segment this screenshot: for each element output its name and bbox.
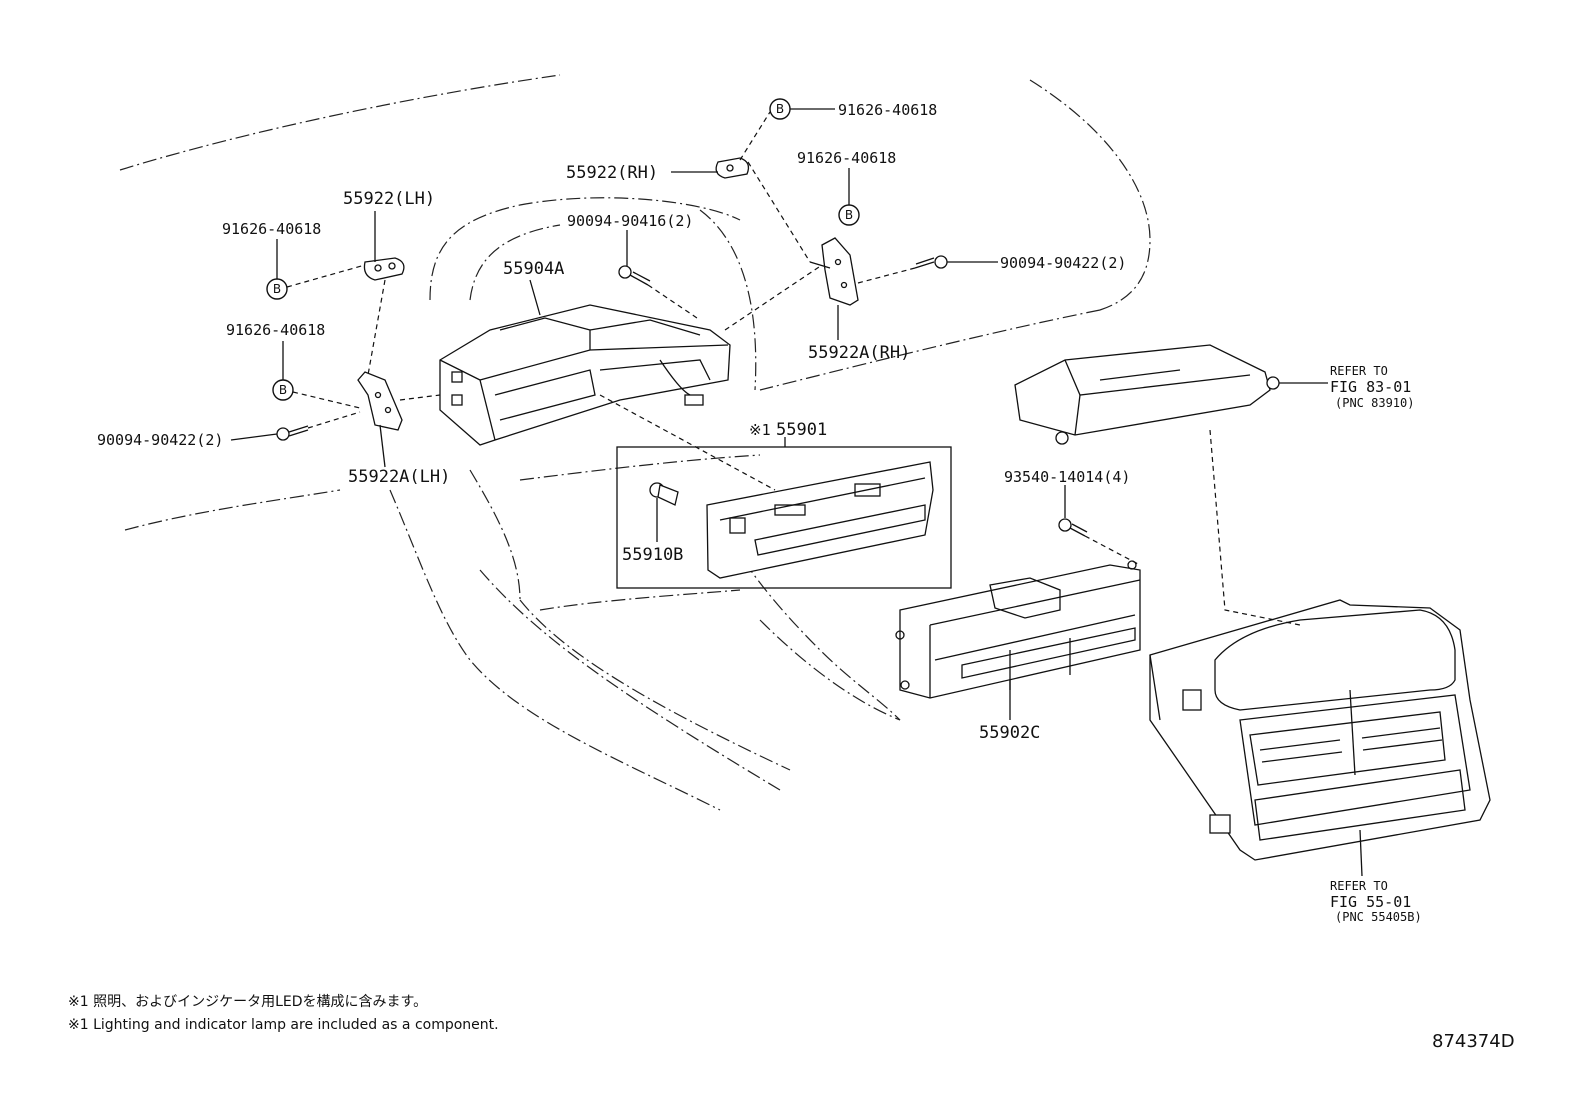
label-55910b: 55910B bbox=[622, 545, 683, 565]
bracket-55922-lh bbox=[363, 257, 405, 281]
screw-90094-90422-rh bbox=[914, 255, 948, 269]
ref-fig83-line3: (PNC 83910) bbox=[1335, 396, 1414, 410]
label-91626-40618-lh-upper: 91626-40618 bbox=[222, 220, 321, 238]
label-91626-40618-lh-lower: 91626-40618 bbox=[226, 321, 325, 339]
ref-fig55-line3: (PNC 55405B) bbox=[1335, 910, 1422, 924]
control-panel-55902c bbox=[895, 560, 1141, 699]
screw-90094-90416 bbox=[618, 265, 651, 286]
label-93540-14014: 93540-14014(4) bbox=[1004, 468, 1130, 486]
label-55922-lh: 55922(LH) bbox=[343, 189, 435, 209]
label-55922a-lh: 55922A(LH) bbox=[348, 467, 450, 487]
label-90094-90422-rh: 90094-90422(2) bbox=[1000, 254, 1126, 272]
b-marker-rh-upper: B bbox=[769, 98, 791, 120]
inset-box-55901 bbox=[616, 446, 952, 589]
b-marker-text: B bbox=[273, 282, 281, 296]
footnote-en: ※1 Lighting and indicator lamp are inclu… bbox=[68, 1017, 499, 1033]
screw-93540-14014 bbox=[1058, 518, 1088, 537]
bezel-55405b bbox=[1149, 599, 1491, 861]
ref-fig-55-01: REFER TO FIG 55-01 (PNC 55405B) bbox=[1330, 879, 1422, 924]
bracket-55922a-rh bbox=[809, 237, 859, 306]
b-marker-text: B bbox=[776, 102, 784, 116]
bracket-55922-rh bbox=[715, 157, 750, 179]
label-90094-90422-lh: 90094-90422(2) bbox=[97, 431, 223, 449]
label-55901: 55901 bbox=[776, 420, 827, 440]
dashboard-outline bbox=[119, 74, 1151, 811]
housing-55904a bbox=[439, 304, 731, 446]
screw-90094-90422-lh bbox=[276, 425, 309, 441]
label-55922a-rh: 55922A(RH) bbox=[808, 343, 910, 363]
leader-lines bbox=[230, 108, 1363, 877]
label-55904a: 55904A bbox=[503, 259, 564, 279]
figure-id: 874374D bbox=[1432, 1031, 1515, 1052]
label-91626-40618-rh-upper: 91626-40618 bbox=[838, 101, 937, 119]
ref-fig83-line1: REFER TO bbox=[1330, 364, 1388, 378]
ref-fig55-line2: FIG 55-01 bbox=[1330, 893, 1411, 911]
label-91626-40618-rh-lower: 91626-40618 bbox=[797, 149, 896, 167]
b-marker-rh-lower: B bbox=[838, 204, 860, 226]
b-marker-text: B bbox=[279, 383, 287, 397]
control-panel-55901 bbox=[706, 461, 934, 579]
b-marker-lh-upper: B bbox=[266, 278, 288, 300]
ref-fig-83-01: REFER TO FIG 83-01 (PNC 83910) bbox=[1330, 364, 1414, 410]
footnote-jp: ※1 照明、およびインジケータ用LEDを構成に含みます。 bbox=[68, 994, 427, 1010]
label-55902c: 55902C bbox=[979, 723, 1040, 743]
b-marker-lh-lower: B bbox=[272, 379, 294, 401]
ref-fig55-line1: REFER TO bbox=[1330, 879, 1388, 893]
label-55922-rh: 55922(RH) bbox=[566, 163, 658, 183]
assembly-lines bbox=[286, 111, 1301, 626]
display-unit-83910 bbox=[1014, 344, 1280, 445]
b-marker-text: B bbox=[845, 208, 853, 222]
bracket-55922a-lh bbox=[357, 371, 403, 431]
bulb-55910b bbox=[649, 482, 679, 506]
label-55901-prefix: ※1 bbox=[749, 421, 771, 439]
ref-fig83-line2: FIG 83-01 bbox=[1330, 378, 1411, 396]
label-90094-90416: 90094-90416(2) bbox=[567, 212, 693, 230]
